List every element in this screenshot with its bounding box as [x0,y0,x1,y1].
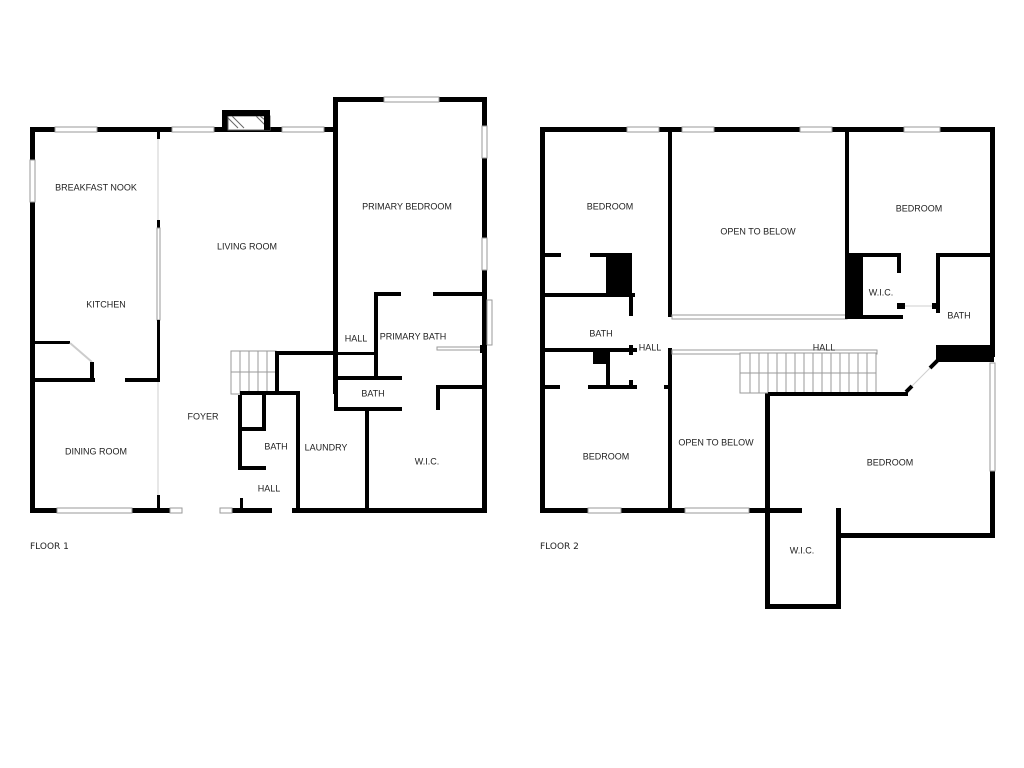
room-label-hall-main: HALL [813,342,836,352]
room-label-bath-w: BATH [589,328,612,338]
room-label-open-to-below-top: OPEN TO BELOW [720,226,796,236]
floor-2-label: FLOOR 2 [540,542,579,552]
room-label-foyer: FOYER [187,411,219,421]
room-label-hall-upper: HALL [345,333,368,343]
floor-1-plan [29,96,493,514]
room-label-bedroom-se: BEDROOM [867,457,914,467]
room-label-breakfast-nook: BREAKFAST NOOK [55,182,137,192]
room-label-wic-se: W.I.C. [790,545,815,555]
room-label-bath-half: BATH [264,441,287,451]
room-label-wic: W.I.C. [415,456,440,466]
floor-1-label: FLOOR 1 [30,542,69,552]
room-label-wic-ne: W.I.C. [869,287,894,297]
room-label-bath-small: BATH [361,388,384,398]
room-label-bedroom-sw: BEDROOM [583,451,630,461]
room-label-open-to-below-bottom: OPEN TO BELOW [678,437,754,447]
room-label-primary-bedroom: PRIMARY BEDROOM [362,201,452,211]
room-label-bedroom-nw: BEDROOM [587,201,634,211]
room-label-bedroom-ne: BEDROOM [896,203,943,213]
room-label-bath-e: BATH [947,310,970,320]
room-label-hall-w: HALL [639,342,662,352]
floor-2-plan [540,126,996,609]
stairs-floor-1 [230,350,277,395]
room-label-kitchen: KITCHEN [86,299,126,309]
stairs-floor-2 [739,352,877,394]
room-label-living-room: LIVING ROOM [217,241,277,251]
room-label-hall-lower: HALL [258,483,281,493]
room-label-primary-bath: PRIMARY BATH [380,331,447,341]
room-label-laundry: LAUNDRY [305,442,348,452]
room-label-dining-room: DINING ROOM [65,446,127,456]
